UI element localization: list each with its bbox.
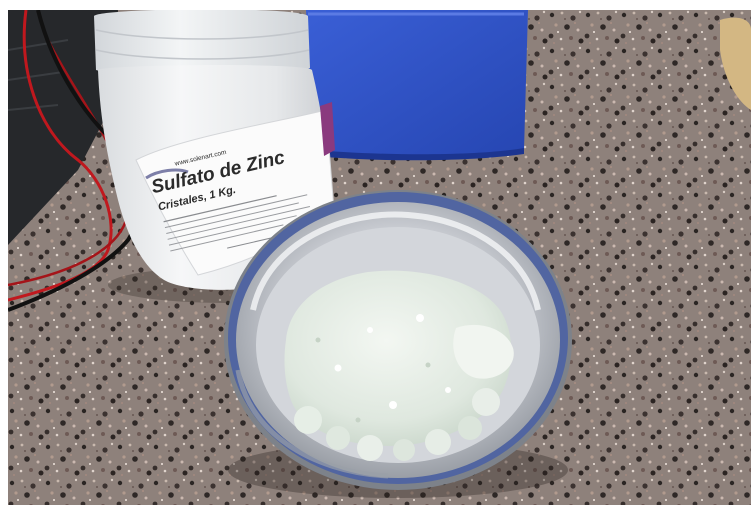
photo-scene: www.solenart.com Sulfato de Zinc Cristal… xyxy=(8,10,751,505)
photograph: www.solenart.com Sulfato de Zinc Cristal… xyxy=(8,10,751,505)
cutting-board-edge xyxy=(720,17,751,111)
zinc-sulfate-crystals xyxy=(284,270,514,461)
blue-box xyxy=(306,10,528,156)
jar-lid xyxy=(94,10,310,79)
black-appliance xyxy=(8,10,118,245)
